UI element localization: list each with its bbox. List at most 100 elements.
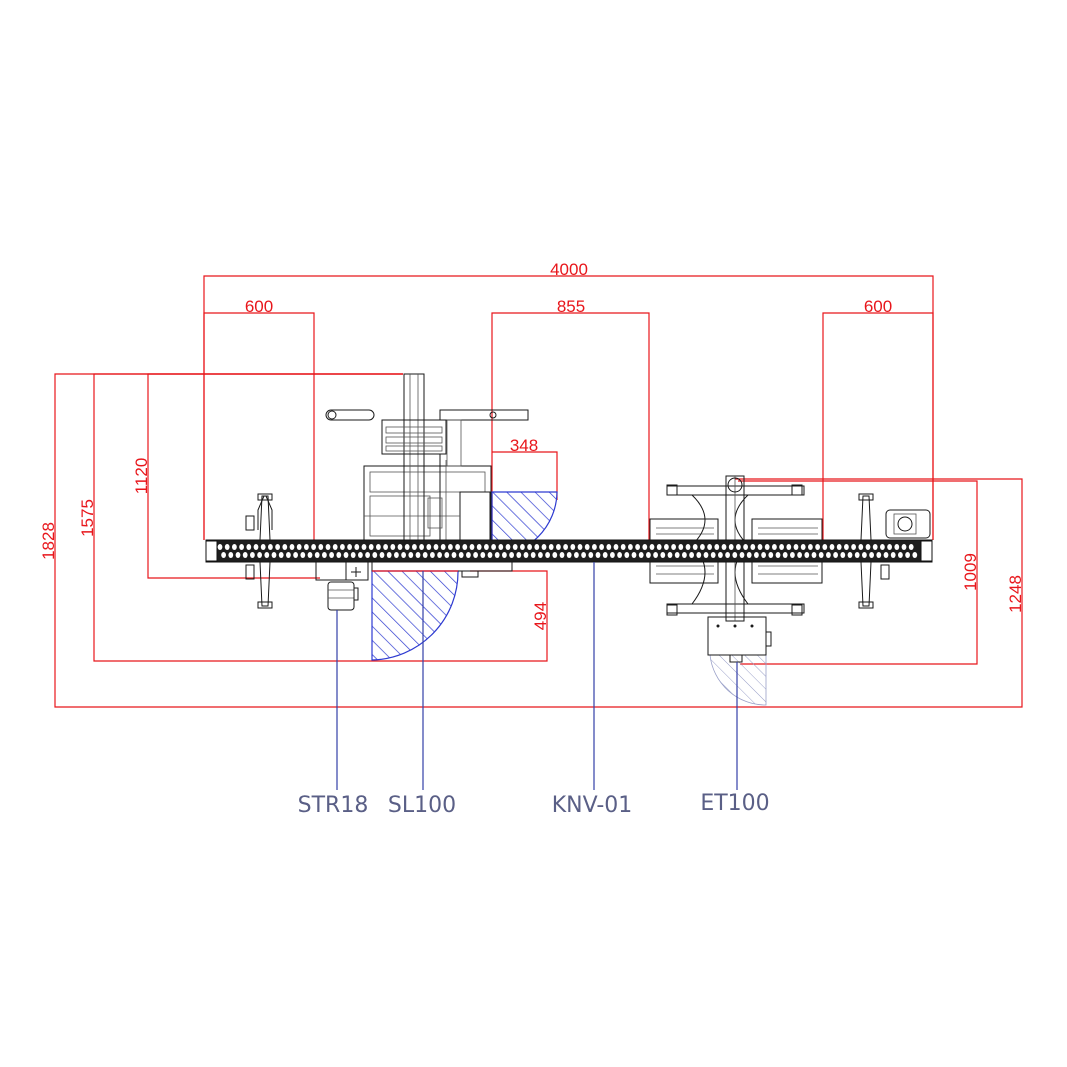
chain-link — [746, 552, 752, 558]
chain-link — [696, 552, 702, 558]
chain-link — [880, 544, 885, 550]
chain-link — [750, 544, 756, 550]
chain-link — [764, 544, 770, 550]
chain-link — [548, 544, 554, 550]
chain-link — [768, 552, 774, 558]
conveyor-chain — [217, 544, 918, 558]
component-labels: STR18 SL100 KNV-01 ET100 — [298, 791, 770, 818]
chain-link — [505, 544, 511, 550]
chain-link — [487, 552, 493, 558]
chain-link — [415, 552, 421, 558]
chain-link — [282, 544, 288, 550]
chain-link — [534, 544, 540, 550]
chain-link — [754, 552, 759, 558]
chain-link — [638, 552, 644, 558]
chain-link — [872, 544, 878, 550]
chain-link — [595, 552, 601, 558]
chain-link — [818, 552, 824, 558]
chain-link — [678, 544, 684, 550]
chain-link — [905, 552, 910, 558]
chain-link — [718, 552, 723, 558]
chain-link — [408, 552, 414, 558]
chain-link — [311, 544, 316, 550]
chain-link — [325, 544, 331, 550]
chain-link — [498, 544, 504, 550]
chain-link — [246, 544, 252, 550]
chain-link — [383, 544, 388, 550]
chain-link — [368, 544, 374, 550]
chain-link — [462, 544, 468, 550]
chain-link — [314, 552, 320, 558]
chain-link — [350, 552, 356, 558]
dim-left-module-width: 600 — [245, 297, 273, 316]
chain-link — [613, 544, 619, 550]
chain-link — [707, 544, 712, 550]
chain-link — [300, 552, 306, 558]
chain-link — [221, 552, 227, 558]
chain-link — [293, 552, 298, 558]
chain-link — [444, 552, 450, 558]
chain-link — [628, 544, 633, 550]
chain-link — [332, 544, 338, 550]
chain-link — [552, 552, 558, 558]
chain-link — [588, 552, 594, 558]
chain-link — [538, 552, 543, 558]
chain-link — [516, 552, 522, 558]
chain-link — [484, 544, 489, 550]
chain-link — [404, 544, 410, 550]
chain-link — [347, 544, 352, 550]
chain-link — [804, 552, 810, 558]
chain-link — [318, 544, 324, 550]
chain-link — [466, 552, 471, 558]
chain-link — [559, 552, 565, 558]
label-str18: STR18 — [298, 793, 369, 818]
chain-link — [779, 544, 784, 550]
chain-link — [257, 552, 262, 558]
chain-link — [286, 552, 291, 558]
chain-link — [692, 544, 698, 550]
chain-link — [772, 544, 777, 550]
chain-link — [808, 544, 813, 550]
chain-link — [304, 544, 309, 550]
dimension-values: 4000 600 855 600 348 1828 1575 1120 494 … — [39, 260, 1025, 630]
chain-link — [912, 552, 918, 558]
chain-link — [725, 552, 730, 558]
component-leaders — [336, 562, 738, 790]
chain-link — [761, 552, 766, 558]
chain-link — [545, 552, 550, 558]
chain-link — [523, 552, 529, 558]
chain-link — [883, 552, 889, 558]
chain-link — [376, 544, 381, 550]
chain-link — [340, 544, 345, 550]
chain-link — [394, 552, 399, 558]
chain-link — [448, 544, 453, 550]
chain-link — [829, 544, 835, 550]
chain-link — [793, 544, 799, 550]
chain-link — [876, 552, 882, 558]
chain-link — [584, 544, 590, 550]
chain-link — [862, 552, 867, 558]
chain-link — [365, 552, 370, 558]
chain-link — [336, 552, 342, 558]
chain-link — [430, 552, 435, 558]
chain-link — [775, 552, 781, 558]
chain-link — [502, 552, 507, 558]
chain-link — [721, 544, 727, 550]
chain-link — [520, 544, 525, 550]
dimension-lines — [54, 275, 1023, 708]
chain-link — [228, 552, 234, 558]
chain-link — [674, 552, 680, 558]
chain-link — [811, 552, 817, 558]
chain-link — [372, 552, 378, 558]
chain-link — [685, 544, 691, 550]
chain-link — [401, 552, 406, 558]
chain-link — [743, 544, 748, 550]
dim-depth-1009: 1009 — [961, 553, 980, 591]
chain-link — [815, 544, 820, 550]
chain-link — [869, 552, 874, 558]
chain-link — [782, 552, 788, 558]
knv-01-conveyor — [205, 539, 933, 563]
chain-link — [235, 552, 241, 558]
chain-link — [390, 544, 396, 550]
chain-link — [836, 544, 842, 550]
